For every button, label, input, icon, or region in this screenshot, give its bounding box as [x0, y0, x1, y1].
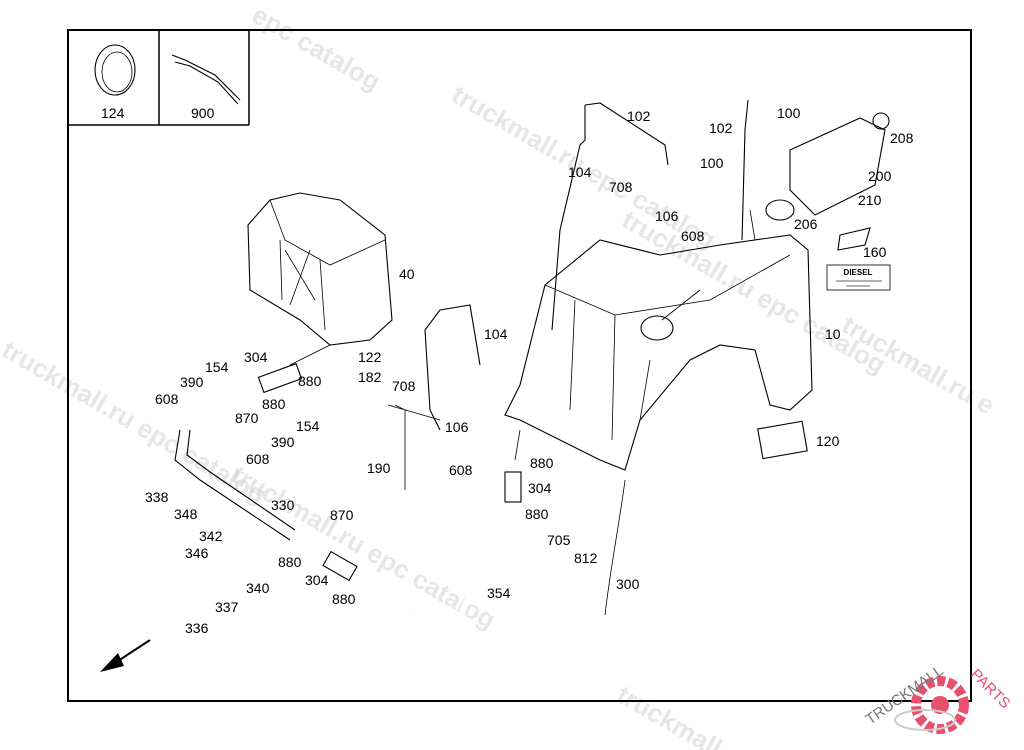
logo-text-right: PARTS	[967, 666, 1013, 712]
callout: 10	[825, 326, 841, 342]
pad-120-drawing	[757, 420, 808, 460]
callout: 708	[392, 378, 416, 394]
cover-200-drawing	[789, 117, 886, 216]
diagram-frame	[67, 29, 972, 702]
callout: 304	[244, 349, 268, 365]
callout: 608	[449, 462, 473, 478]
callout: 336	[185, 620, 209, 636]
callout: 210	[858, 192, 882, 208]
callout: 348	[174, 506, 198, 522]
watermark: truckmall	[612, 679, 727, 750]
watermark: epc catalog	[247, 0, 386, 97]
callout: 102	[627, 108, 651, 124]
callout: 880	[262, 396, 286, 412]
callout: 104	[484, 326, 508, 342]
callout: 102	[709, 120, 733, 136]
callout-900: 900	[191, 105, 215, 121]
decal-title: DIESEL	[844, 268, 873, 277]
callout: 304	[305, 572, 329, 588]
callout: 346	[185, 545, 209, 561]
logo-text-left: TRUCKMALL	[863, 662, 947, 728]
callout: 390	[271, 434, 295, 450]
callout: 190	[367, 460, 391, 476]
diesel-decal: DIESEL	[826, 264, 891, 291]
callout: 330	[271, 497, 295, 513]
callout: 106	[445, 419, 469, 435]
callouts: 102 100 102 208 100 104 708 200 210 106 …	[145, 105, 914, 636]
fuel-lines-drawing	[174, 99, 756, 639]
callout: 390	[180, 374, 204, 390]
callout: 880	[278, 554, 302, 570]
callout: 870	[235, 410, 259, 426]
callout: 120	[816, 433, 840, 449]
watermark: truckmall.ru epc catalog	[227, 459, 501, 635]
callout: 304	[528, 480, 552, 496]
direction-arrow	[100, 639, 151, 672]
callout: 104	[568, 164, 592, 180]
callout: 354	[487, 585, 511, 601]
callout: 608	[681, 228, 705, 244]
callout: 154	[205, 359, 229, 375]
truckmallparts-logo: TRUCKMALL PARTS	[863, 662, 1014, 734]
watermark: truckmall.ru epc catalog	[617, 204, 891, 380]
callout: 870	[330, 507, 354, 523]
callout: 880	[332, 591, 356, 607]
callout: 154	[296, 418, 320, 434]
callout: 880	[530, 455, 554, 471]
callout: 100	[777, 105, 801, 121]
callout: 100	[700, 155, 724, 171]
callout: 122	[358, 349, 382, 365]
callout-124: 124	[101, 105, 125, 121]
cable-tie-900-drawing	[171, 54, 241, 105]
callout: 40	[399, 266, 415, 282]
cap-124-drawing	[94, 44, 136, 96]
callout: 182	[358, 369, 382, 385]
callout: 300	[616, 576, 640, 592]
inset-boxes: 124 900	[68, 30, 250, 126]
callout: 160	[863, 244, 887, 260]
callout: 608	[155, 391, 179, 407]
callout: 708	[609, 179, 633, 195]
watermarks: epc catalog truckmall.ru epc catalog tru…	[0, 0, 1000, 750]
callout: 812	[574, 550, 598, 566]
callout: 880	[298, 373, 322, 389]
callout: 705	[547, 532, 571, 548]
callout: 342	[199, 528, 223, 544]
callout: 608	[246, 451, 270, 467]
callout: 880	[525, 506, 549, 522]
callout: 208	[890, 130, 914, 146]
callout: 337	[215, 599, 239, 615]
callout: 340	[246, 580, 270, 596]
callout: 338	[145, 489, 169, 505]
tank-40-drawing	[247, 192, 393, 346]
tank-10-drawing	[504, 112, 890, 471]
callout: 106	[655, 208, 679, 224]
callout: 206	[794, 216, 818, 232]
callout: 200	[868, 168, 892, 184]
